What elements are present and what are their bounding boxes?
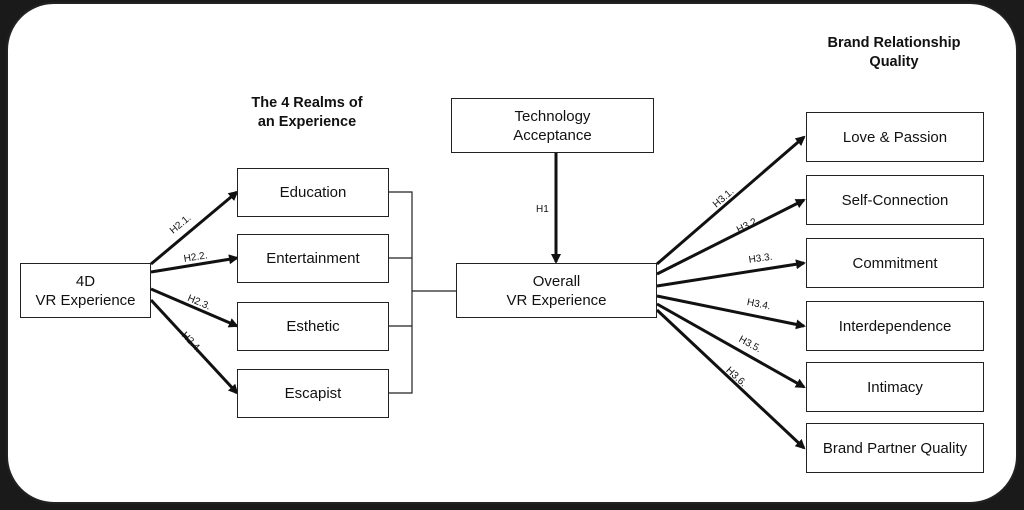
box-commitment: Commitment — [806, 238, 984, 288]
realms-bracket — [389, 191, 456, 394]
box-technology-acceptance: Technology Acceptance — [451, 98, 654, 153]
box-education: Education — [237, 168, 389, 217]
arrow-h32 — [656, 198, 806, 276]
box-overall-vr-experience: Overall VR Experience — [456, 263, 657, 318]
arrow-h33 — [656, 259, 806, 288]
arrow-h34 — [656, 294, 806, 330]
arrow-h24 — [149, 298, 239, 395]
box-self-connection: Self-Connection — [806, 175, 984, 225]
arrow-h21 — [150, 190, 239, 266]
arrow-h36 — [655, 308, 806, 450]
box-entertainment: Entertainment — [237, 234, 389, 283]
realms-heading: The 4 Realms of an Experience — [251, 95, 363, 130]
box-love-passion: Love & Passion — [806, 112, 984, 162]
arrow-h23 — [150, 287, 239, 328]
box-intimacy: Intimacy — [806, 362, 984, 412]
brand-heading: Brand Relationship Quality — [827, 35, 961, 70]
box-4d-vr-experience: 4D VR Experience — [20, 263, 151, 318]
box-escapist: Escapist — [237, 369, 389, 418]
arrow-h35 — [656, 302, 806, 389]
arrow-h31 — [656, 135, 806, 266]
box-interdependence: Interdependence — [806, 301, 984, 351]
box-brand-partner-quality: Brand Partner Quality — [806, 423, 984, 473]
box-esthetic: Esthetic — [237, 302, 389, 351]
label-h1: H1 — [536, 204, 549, 215]
arrow-h22 — [150, 254, 239, 274]
